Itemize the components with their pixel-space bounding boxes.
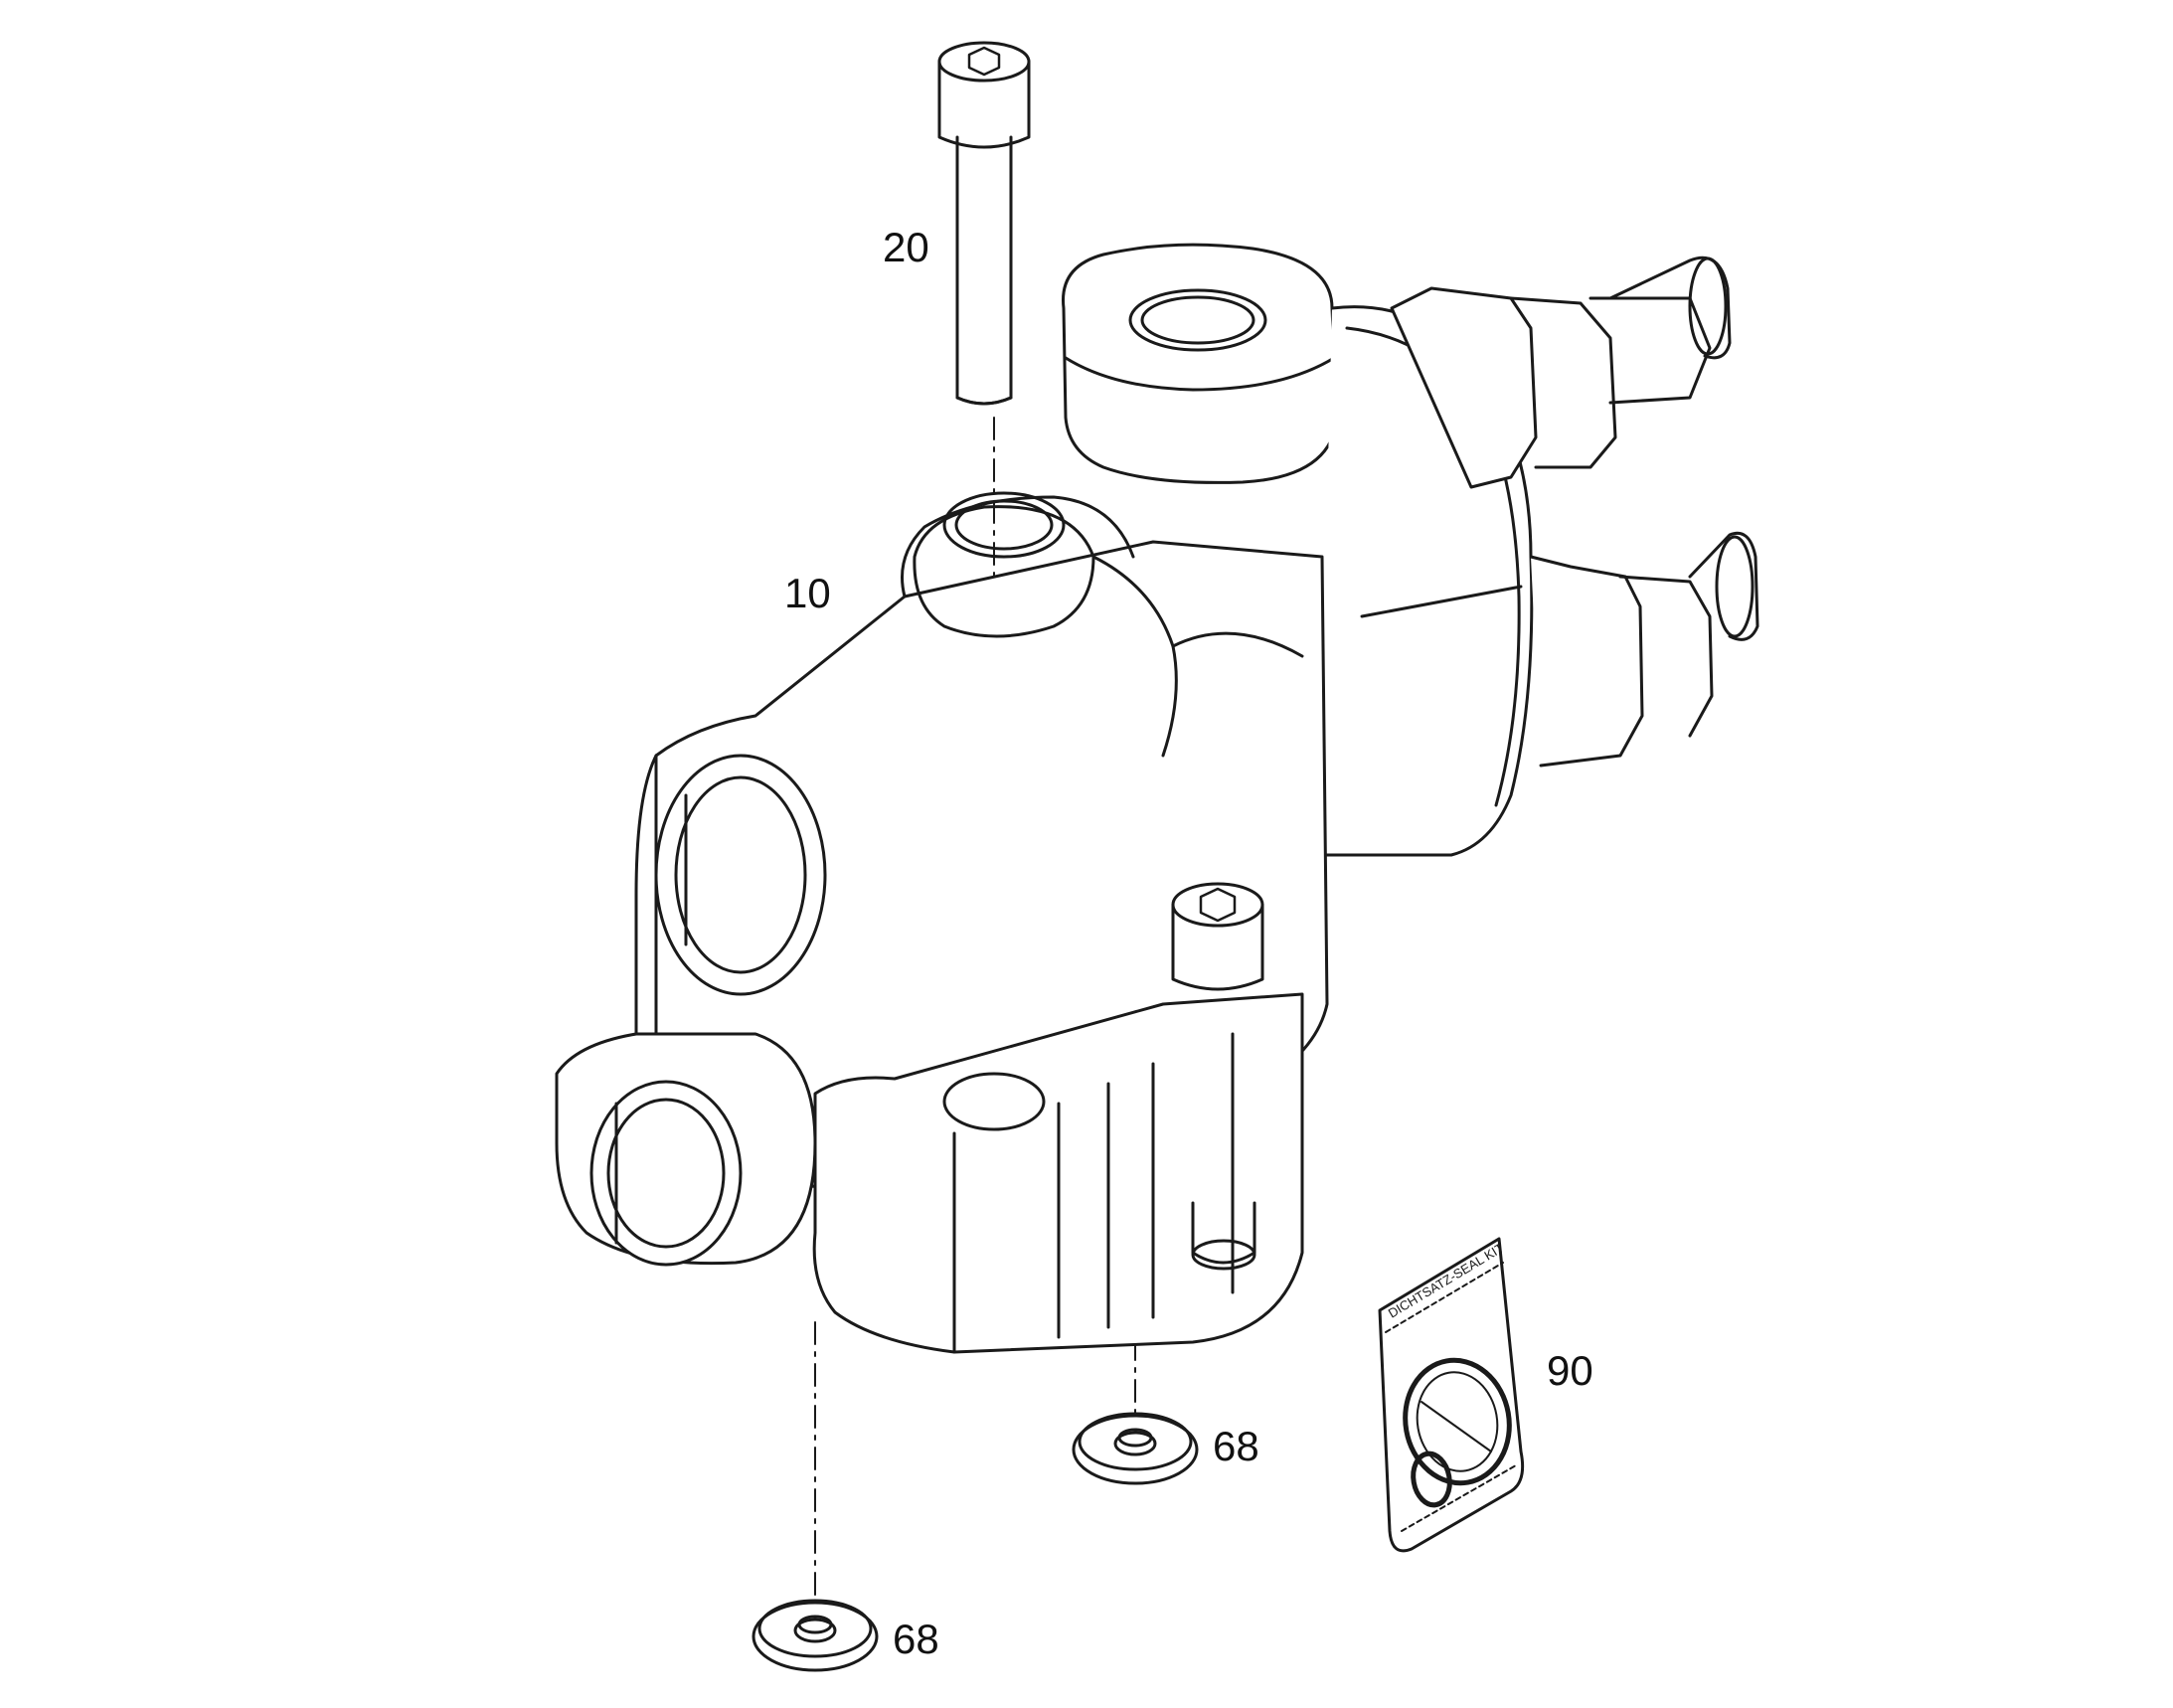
callout-seal-kit: 90: [1547, 1347, 1593, 1394]
washer-68-left: [752, 1599, 879, 1672]
washer-68-right: [1072, 1412, 1199, 1485]
cap-screw-20: [937, 41, 1031, 406]
valve-body-10: [555, 243, 1759, 1354]
callout-washer-left: 68: [893, 1616, 939, 1662]
callout-valve-body: 10: [784, 570, 831, 616]
callout-washer-right: 68: [1213, 1423, 1259, 1469]
callout-bolt: 20: [883, 224, 929, 270]
seal-kit-bag-90: [1378, 1237, 1525, 1553]
